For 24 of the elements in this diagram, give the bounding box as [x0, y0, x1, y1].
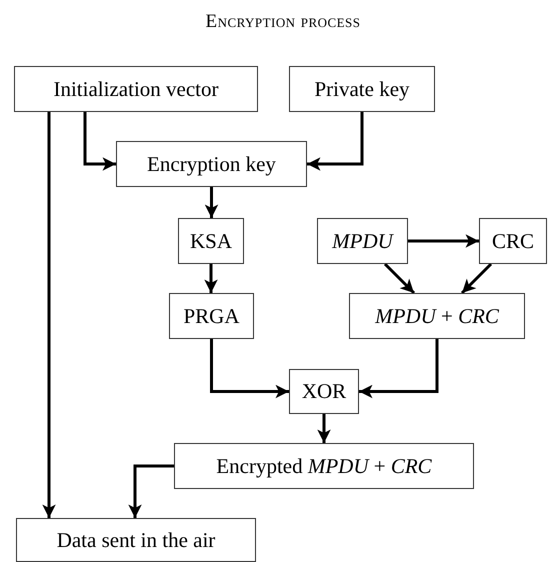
arrow: [204, 187, 218, 218]
arrow: [408, 234, 479, 248]
process-box: Initialization vector: [14, 66, 258, 112]
process-box: MPDU: [317, 218, 408, 264]
process-box: Private key: [289, 66, 435, 112]
arrow: [317, 414, 331, 443]
process-box: CRC: [479, 218, 547, 264]
process-box: KSA: [178, 218, 244, 264]
diagram-title: Encryption process: [204, 10, 362, 34]
arrow: [307, 112, 364, 171]
process-box: Encrypted MPDU + CRC: [174, 443, 474, 489]
arrow: [460, 262, 492, 294]
process-box: XOR: [289, 369, 359, 414]
process-box: Data sent in the air: [16, 518, 256, 562]
process-box: Encryption key: [116, 141, 307, 187]
arrow: [84, 112, 116, 171]
process-box: MPDU + CRC: [349, 293, 525, 339]
arrow: [204, 264, 218, 293]
arrow: [210, 339, 289, 398]
arrow: [359, 339, 438, 398]
arrow: [128, 464, 174, 518]
arrow: [42, 112, 56, 518]
process-box: PRGA: [169, 293, 254, 339]
arrow: [384, 262, 416, 294]
